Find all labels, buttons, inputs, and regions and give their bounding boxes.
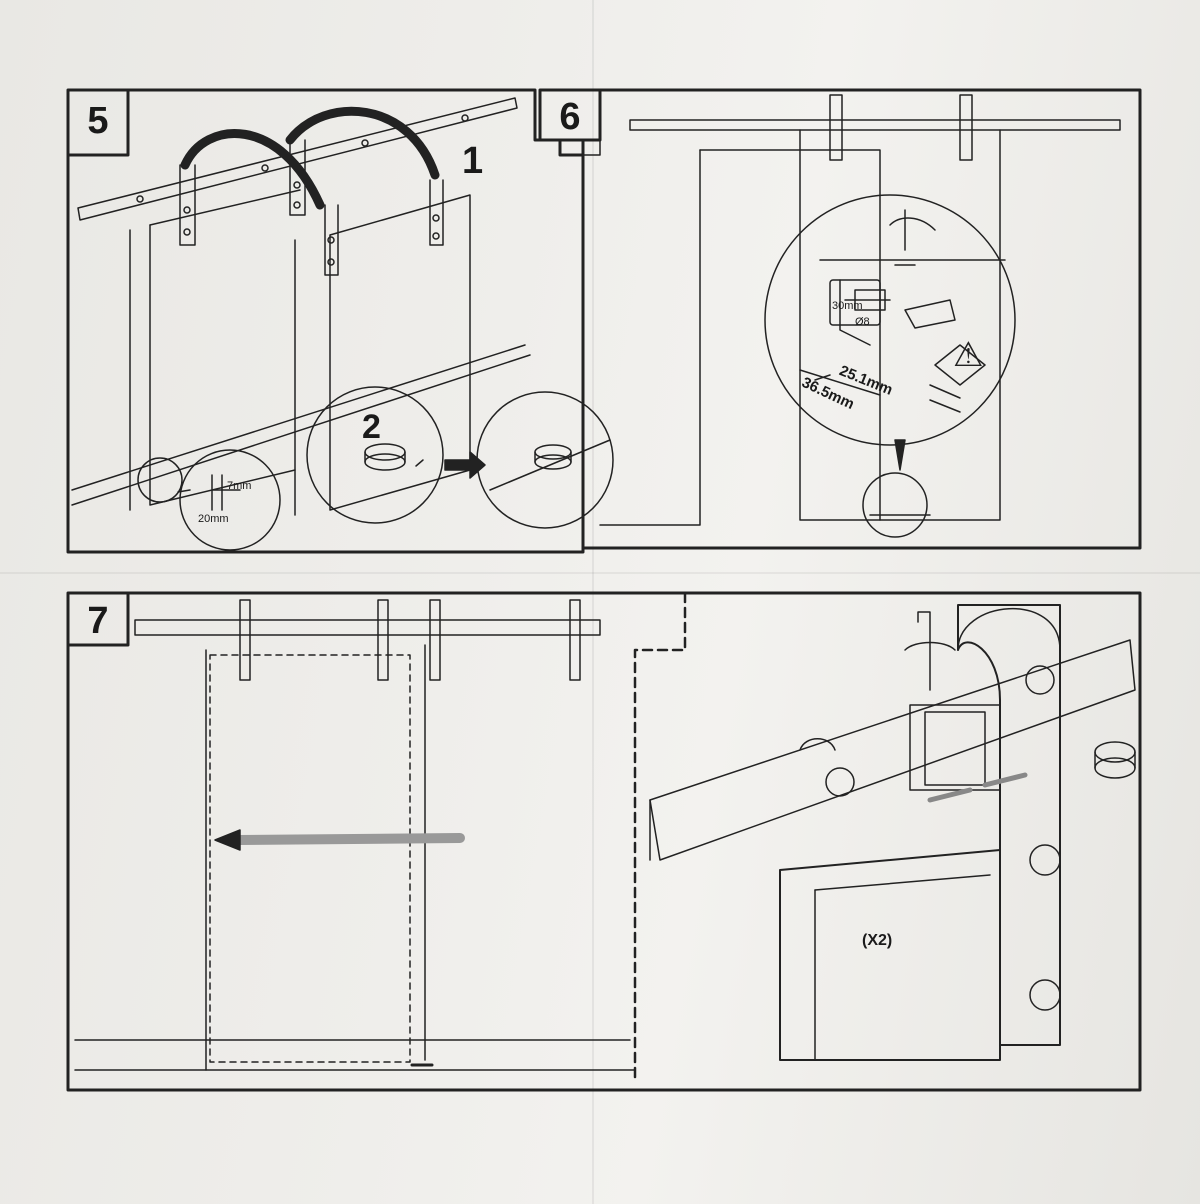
panel-7-frame (66, 591, 1142, 1092)
dimension-7mm: 7mm (227, 480, 252, 492)
drill-diameter-label: Ø8 (855, 316, 870, 328)
panel-7-left-scene (74, 599, 636, 1071)
panel-7-right-closeup (649, 604, 1136, 1061)
quantity-label: (X2) (862, 932, 893, 949)
step-number-5: 5 (87, 100, 109, 142)
panel-7-divider (633, 591, 687, 1082)
panel-6-magnifier (764, 194, 1016, 538)
callout-1: 1 (462, 140, 484, 182)
dimension-20mm: 20mm (198, 513, 229, 525)
panel-5-rail (77, 97, 518, 221)
step-number-6: 6 (559, 96, 581, 138)
drill-depth-label: 30mm (832, 300, 863, 312)
callout-2: 2 (362, 408, 381, 446)
panel-5-detail-circles (137, 386, 614, 551)
paper-fold-horizontal (0, 572, 1200, 574)
panel-6-rail (599, 94, 1121, 526)
step-number-7: 7 (87, 600, 109, 642)
panel-5-hangers (179, 106, 444, 276)
warning-icon: ⚠ (953, 336, 984, 374)
paper-fold-vertical (592, 0, 594, 1204)
panel-6-frame (538, 88, 1142, 550)
